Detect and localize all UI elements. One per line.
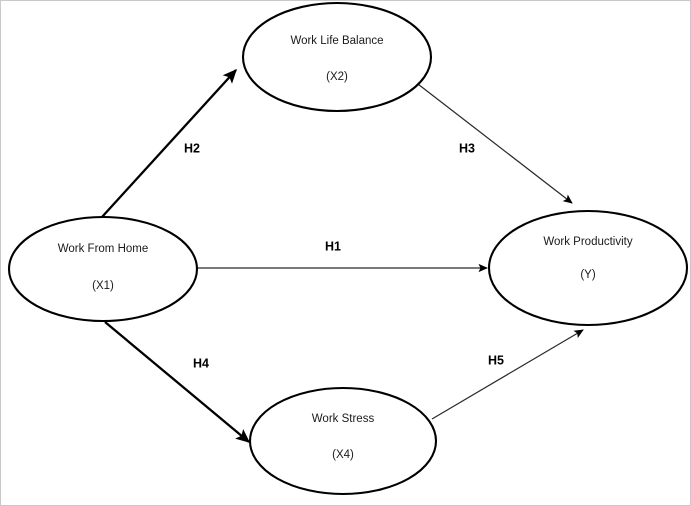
path-h4: H4 [104, 321, 251, 443]
node-work-from-home-label: Work From Home [58, 243, 149, 255]
node-work-from-home-code: (X1) [92, 280, 114, 292]
path-h2: H2 [101, 68, 237, 218]
node-work-productivity-code: (Y) [580, 269, 596, 281]
path-h4-line [104, 321, 251, 443]
node-work-stress-code: (X4) [332, 449, 354, 461]
node-work-productivity-label: Work Productivity [543, 236, 633, 248]
node-work-stress-shape[interactable] [248, 386, 438, 496]
path-h3-line [413, 80, 573, 204]
path-h5: H5 [431, 329, 584, 420]
path-h3: H3 [413, 80, 573, 204]
path-h2-label: H2 [184, 141, 200, 155]
path-h5-label: H5 [488, 353, 504, 367]
node-work-life-balance-shape[interactable] [241, 1, 433, 113]
node-work-from-home-shape[interactable] [7, 215, 199, 323]
path-h2-line [101, 68, 237, 218]
path-h5-line [431, 329, 584, 420]
path-h4-label: H4 [193, 356, 209, 370]
node-work-productivity[interactable]: Work Productivity (Y) [487, 209, 689, 327]
node-work-stress-label: Work Stress [312, 413, 375, 425]
path-h1-label: H1 [325, 239, 341, 253]
node-work-from-home[interactable]: Work From Home (X1) [7, 215, 199, 323]
node-work-productivity-shape[interactable] [487, 209, 689, 327]
path-h3-label: H3 [459, 141, 475, 155]
node-work-stress[interactable]: Work Stress (X4) [248, 386, 438, 496]
node-work-life-balance-label: Work Life Balance [290, 35, 383, 47]
node-work-life-balance-code: (X2) [326, 71, 348, 83]
path-h1: H1 [197, 239, 488, 273]
node-work-life-balance[interactable]: Work Life Balance (X2) [241, 1, 433, 113]
